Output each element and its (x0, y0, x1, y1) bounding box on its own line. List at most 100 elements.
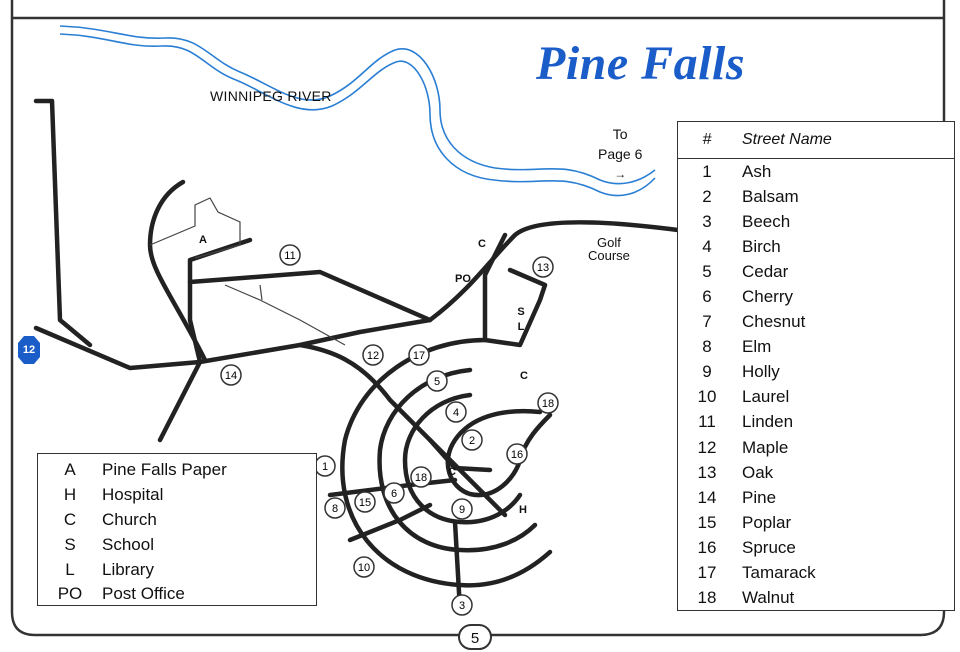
street-table-row: 18 Walnut (678, 586, 954, 611)
area-marker-l: L (517, 321, 525, 333)
legend-row: L Library (38, 557, 316, 582)
street-number: 5 (702, 261, 712, 281)
street-number: 15 (697, 512, 717, 532)
area-marker-c: C (448, 466, 456, 478)
street-marker: 9 (451, 498, 473, 520)
street-marker: 18 (537, 392, 559, 414)
highway-12-shield (18, 336, 40, 364)
street-name: Beech (742, 211, 791, 231)
minor-roads (149, 197, 346, 346)
golf-line1: Golf (597, 235, 621, 250)
street-number: 2 (702, 186, 712, 206)
legend-name: School (102, 534, 154, 554)
golf-course-label: Golf Course (588, 236, 630, 262)
street-marker: 6 (383, 482, 405, 504)
street-number: 1 (702, 161, 712, 181)
street-marker: 11 (279, 244, 301, 266)
street-number: 7 (702, 312, 712, 332)
street-marker-number: 2 (469, 435, 475, 447)
street-marker: 2 (461, 429, 483, 451)
area-marker-h: H (519, 504, 527, 516)
street-name: Cedar (742, 261, 789, 281)
street-marker-number: 3 (459, 600, 465, 612)
street-marker-circle (220, 364, 242, 386)
street-marker-number: 14 (225, 370, 237, 382)
street-table-row: 15 Poplar (678, 510, 954, 535)
to-page-line1: To (612, 126, 628, 142)
street-marker-circle (279, 244, 301, 266)
street-table-row: 5 Cedar (678, 259, 954, 284)
roads (33, 98, 681, 518)
street-name-table: # Street Name 1 Ash 2 Balsam 3 Beech 4 Birch 5 Ce… (677, 121, 955, 611)
street-name: Pine (742, 487, 777, 507)
street-marker-number: 16 (511, 449, 523, 461)
street-marker: 18 (410, 466, 432, 488)
street-marker-number: 8 (332, 503, 338, 515)
street-number: 10 (697, 387, 717, 407)
street-name: Cherry (742, 287, 794, 307)
legend-row: A Pine Falls Paper (38, 458, 316, 483)
street-marker-number: 15 (359, 497, 371, 509)
street-marker-circle (324, 497, 346, 519)
street-name: Balsam (742, 186, 799, 206)
street-name: Walnut (742, 588, 795, 608)
area-marker-c: C (478, 238, 486, 250)
street-name: Laurel (742, 387, 790, 407)
street-marker: 3 (451, 594, 473, 616)
legend-code: H (63, 485, 77, 505)
header-street-name: Street Name (742, 131, 832, 148)
street-marker: 15 (354, 491, 376, 513)
legend-code: A (64, 460, 76, 480)
to-page-note: To Page 6 → (598, 124, 642, 184)
street-marker-number: 6 (391, 488, 397, 500)
street-marker-number: 10 (358, 562, 370, 574)
area-marker-c: C (520, 370, 528, 382)
street-number: 3 (702, 211, 712, 231)
street-name: Elm (742, 337, 772, 357)
street-number: 4 (702, 236, 712, 256)
street-number: 18 (697, 588, 717, 608)
street-marker-circle (353, 556, 375, 578)
street-name: Poplar (742, 512, 792, 532)
street-marker-circle (451, 594, 473, 616)
street-marker: 16 (506, 443, 528, 465)
street-marker-number: 18 (542, 398, 554, 410)
street-number: 8 (702, 337, 712, 357)
street-marker-number: 4 (453, 407, 459, 419)
street-marker-circle (506, 443, 528, 465)
street-marker-circle (461, 429, 483, 451)
legend-code: L (65, 559, 75, 579)
river-label: WINNIPEG RIVER (210, 88, 332, 104)
street-marker-circle (410, 466, 432, 488)
legend-name: Post Office (102, 584, 185, 604)
street-table-row: 1 Ash (678, 159, 954, 184)
street-name: Ash (742, 161, 772, 181)
street-marker-circle (537, 392, 559, 414)
street-number: 17 (697, 563, 717, 583)
legend-name: Church (102, 509, 157, 529)
street-name: Holly (742, 362, 780, 382)
legend-row: PO Post Office (38, 582, 316, 607)
legend-name: Library (102, 559, 154, 579)
street-marker: 17 (408, 344, 430, 366)
page-number: 5 (458, 624, 492, 650)
street-marker: 8 (324, 497, 346, 519)
street-table-row: 2 Balsam (678, 184, 954, 209)
street-number: 6 (702, 287, 712, 307)
legend-code: PO (57, 584, 83, 604)
street-name: Chesnut (742, 312, 806, 332)
street-name: Tamarack (742, 563, 816, 583)
legend-name: Pine Falls Paper (102, 460, 227, 480)
street-name: Oak (742, 462, 774, 482)
street-marker-number: 5 (434, 376, 440, 388)
street-marker-circle (445, 401, 467, 423)
legend-code: C (63, 509, 77, 529)
street-marker: 12 (362, 344, 384, 366)
header-number: # (702, 131, 712, 148)
street-name: Birch (742, 236, 781, 256)
street-marker-number: 1 (322, 461, 328, 473)
